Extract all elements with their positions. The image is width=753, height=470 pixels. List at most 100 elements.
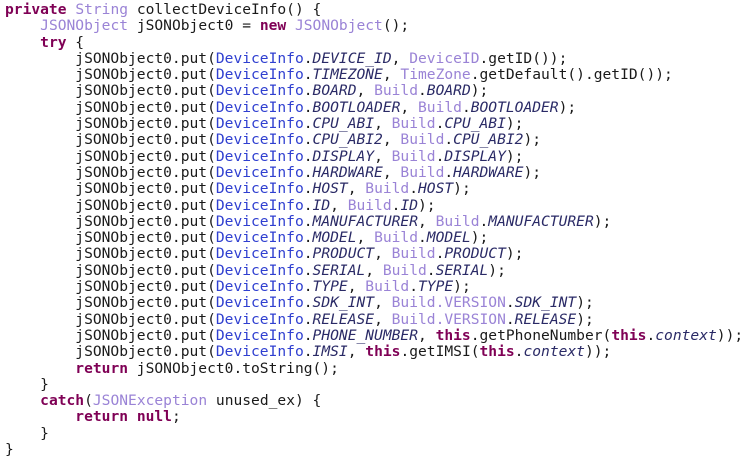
code-text: )); (716, 326, 744, 344)
code-text: .getIMSI( (400, 343, 480, 361)
code-line: return null; (5, 409, 743, 425)
class-name: DeviceInfo (215, 310, 304, 328)
type-name: Build (400, 131, 445, 149)
field-name: PRODUCT (312, 245, 375, 263)
code-text: jSONObject0.toString(); (128, 359, 339, 377)
code-text: .getPhoneNumber( (470, 326, 612, 344)
code-text: . (303, 294, 313, 312)
code-text: jSONObject0.put( (5, 82, 216, 100)
field-name: context (523, 343, 585, 361)
type-name: Build (418, 98, 462, 116)
code-text: , (391, 49, 410, 67)
code-text: . (418, 82, 427, 100)
type-name: Build (391, 245, 436, 263)
code-text (5, 34, 40, 51)
field-name: SDK_INT (514, 294, 577, 312)
code-text: , (417, 326, 436, 344)
code-text: ); (488, 261, 506, 279)
class-name: DeviceInfo (215, 261, 304, 279)
code-text: . (303, 98, 313, 116)
field-name: CPU_ABI (444, 115, 506, 133)
class-name: DeviceInfo (215, 163, 304, 181)
field-name: BOARD (312, 82, 357, 100)
type-name: Build (374, 82, 418, 100)
code-text: ); (505, 115, 524, 133)
code-view: private String collectDeviceInfo() { JSO… (5, 1, 744, 458)
code-text (286, 17, 295, 34)
class-name: DeviceInfo (215, 343, 304, 361)
field-name: PRODUCT (444, 245, 506, 263)
code-text: ); (453, 180, 471, 198)
code-text: ); (523, 131, 542, 149)
code-text: ); (576, 294, 594, 312)
code-text: . (303, 245, 313, 263)
code-text: .getDefault().getID()); (470, 66, 673, 84)
field-name: RELEASE (312, 310, 375, 328)
code-line: jSONObject0.put(DeviceInfo.ID, Build.ID)… (5, 196, 743, 214)
keyword: return (75, 359, 129, 377)
code-text: . (303, 131, 313, 149)
code-text: , (382, 66, 401, 84)
field-name: ID (312, 196, 331, 214)
code-text: , (330, 196, 348, 214)
code-text: { (66, 33, 85, 51)
code-text: jSONObject0.put( (5, 131, 216, 149)
code-text: . (418, 229, 427, 247)
code-text: jSONObject0 = (128, 17, 260, 35)
code-text: .getID()); (479, 49, 568, 67)
code-text (5, 17, 40, 34)
type-name: String (75, 1, 129, 18)
code-text: jSONObject0.put( (5, 115, 216, 133)
code-text: ); (470, 229, 489, 247)
code-text: ); (558, 98, 577, 116)
code-line: jSONObject0.put(DeviceInfo.CPU_ABI2, Bui… (5, 132, 743, 148)
code-text: . (646, 326, 656, 344)
field-name: CPU_ABI2 (312, 131, 383, 149)
code-line: } (5, 441, 743, 458)
type-name: Build (347, 196, 392, 214)
code-text: jSONObject0.put( (5, 278, 216, 296)
code-text: . (435, 115, 445, 133)
code-text: jSONObject0.put( (5, 212, 216, 230)
code-text (5, 360, 75, 377)
code-text: )); (584, 343, 612, 361)
type-name: Build (365, 180, 410, 198)
type-name: Build (435, 212, 480, 230)
code-line: jSONObject0.put(DeviceInfo.PRODUCT, Buil… (5, 246, 743, 262)
code-text: . (303, 115, 313, 133)
code-text: , (356, 82, 375, 100)
field-name: BOARD (426, 82, 471, 100)
code-text: . (303, 278, 313, 296)
keyword: return (75, 408, 129, 426)
code-text: unused_ex) { (207, 392, 322, 410)
class-name: DeviceInfo (215, 82, 304, 100)
code-text: . (444, 163, 454, 181)
code-text: , (347, 278, 366, 296)
code-text: jSONObject0.put( (5, 294, 216, 312)
code-text: jSONObject0.put( (5, 163, 216, 181)
code-text: ); (470, 82, 489, 100)
code-line: jSONObject0.put(DeviceInfo.MODEL, Build.… (5, 230, 743, 246)
code-line: jSONObject0.put(DeviceInfo.HARDWARE, Bui… (5, 163, 743, 181)
class-name: DeviceInfo (215, 131, 304, 149)
class-name: DeviceInfo (215, 245, 304, 263)
class-name: DeviceInfo (215, 66, 304, 84)
code-text: . (303, 212, 313, 230)
code-line: jSONObject0.put(DeviceInfo.SERIAL, Build… (5, 261, 743, 279)
type-name: JSONException (92, 392, 208, 410)
class-name: DeviceInfo (215, 278, 304, 296)
code-text: . (505, 294, 515, 312)
code-line: jSONObject0.put(DeviceInfo.IMSI, this.ge… (5, 344, 743, 360)
type-name: Build (391, 147, 436, 165)
field-name: context (655, 326, 717, 344)
code-text: jSONObject0.put( (5, 245, 216, 263)
keyword: this (365, 343, 401, 361)
code-text: , (347, 180, 366, 198)
type-name: JSONObject (294, 17, 383, 35)
class-name: DeviceInfo (215, 98, 304, 116)
code-text: , (365, 261, 383, 279)
field-name: TYPE (418, 278, 454, 296)
code-text: . (303, 343, 313, 361)
code-text: jSONObject0.put( (5, 147, 216, 165)
code-text: , (374, 147, 392, 165)
